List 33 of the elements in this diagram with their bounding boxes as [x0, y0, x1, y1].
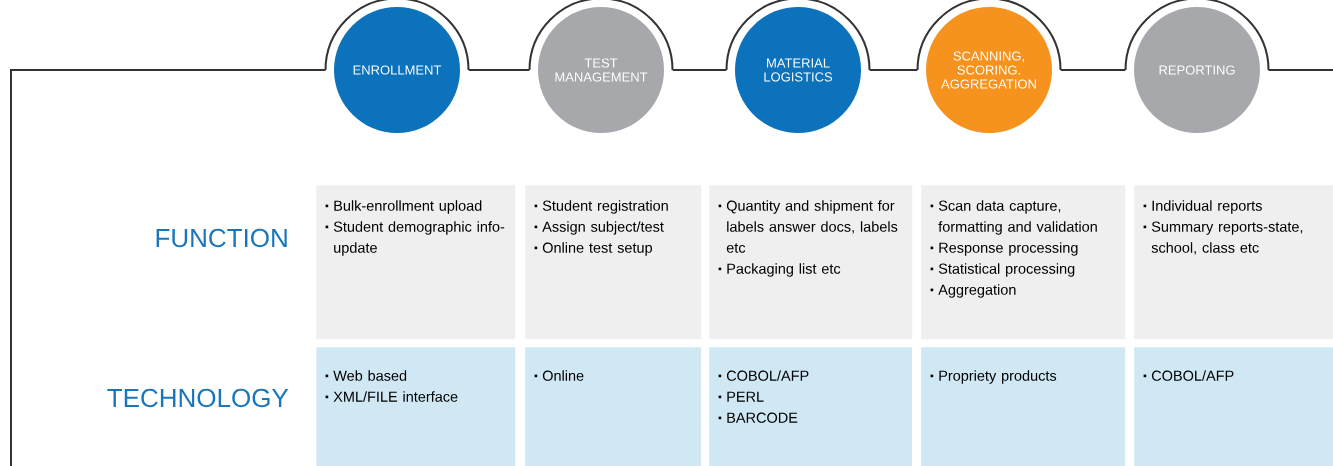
- list-item: Individual reports: [1143, 200, 1262, 214]
- list-item: Statistical processing: [930, 263, 1075, 277]
- list-item: XML/FILE interface: [325, 391, 458, 402]
- list-item: Online test setup: [534, 242, 652, 256]
- list-item: COBOL/AFP: [1143, 370, 1234, 381]
- table-cell: [1134, 185, 1333, 340]
- table-cell: [921, 347, 1126, 466]
- list-item: Response processing: [930, 242, 1078, 256]
- table-cell: [709, 185, 913, 340]
- table-cell: [1134, 347, 1333, 466]
- list-item: Assign subject/test: [534, 221, 664, 235]
- list-item: Bulk-enrollment upload: [325, 200, 482, 214]
- table-cell: [709, 347, 913, 466]
- table-cell: [525, 347, 702, 466]
- list-item: Student demographic info-update: [325, 221, 505, 256]
- list-item: PERL: [718, 391, 764, 402]
- table-cell: [921, 185, 1126, 340]
- list-item: BARCODE: [718, 412, 798, 423]
- list-item: Aggregation: [930, 284, 1016, 298]
- list-item: Packaging list etc: [718, 263, 841, 277]
- table-cell: [316, 185, 516, 340]
- list-item: Quantity and shipment for labels answer docs, labels etc: [718, 200, 898, 253]
- list-item: Summary reports-state, school, class etc: [1143, 221, 1303, 255]
- list-item: Student registration: [534, 200, 668, 214]
- list-item: Web based: [325, 370, 407, 381]
- list-item: Scan data capture, formatting and validation: [930, 200, 1097, 235]
- row-heading: FUNCTION: [156, 228, 287, 248]
- list-item: COBOL/AFP: [718, 370, 809, 381]
- list-item: Propriety products: [930, 370, 1057, 384]
- table-cell: [525, 185, 702, 340]
- list-item: Online: [534, 370, 584, 381]
- row-heading: TECHNOLOGY: [107, 388, 289, 408]
- table-cell: [316, 347, 516, 466]
